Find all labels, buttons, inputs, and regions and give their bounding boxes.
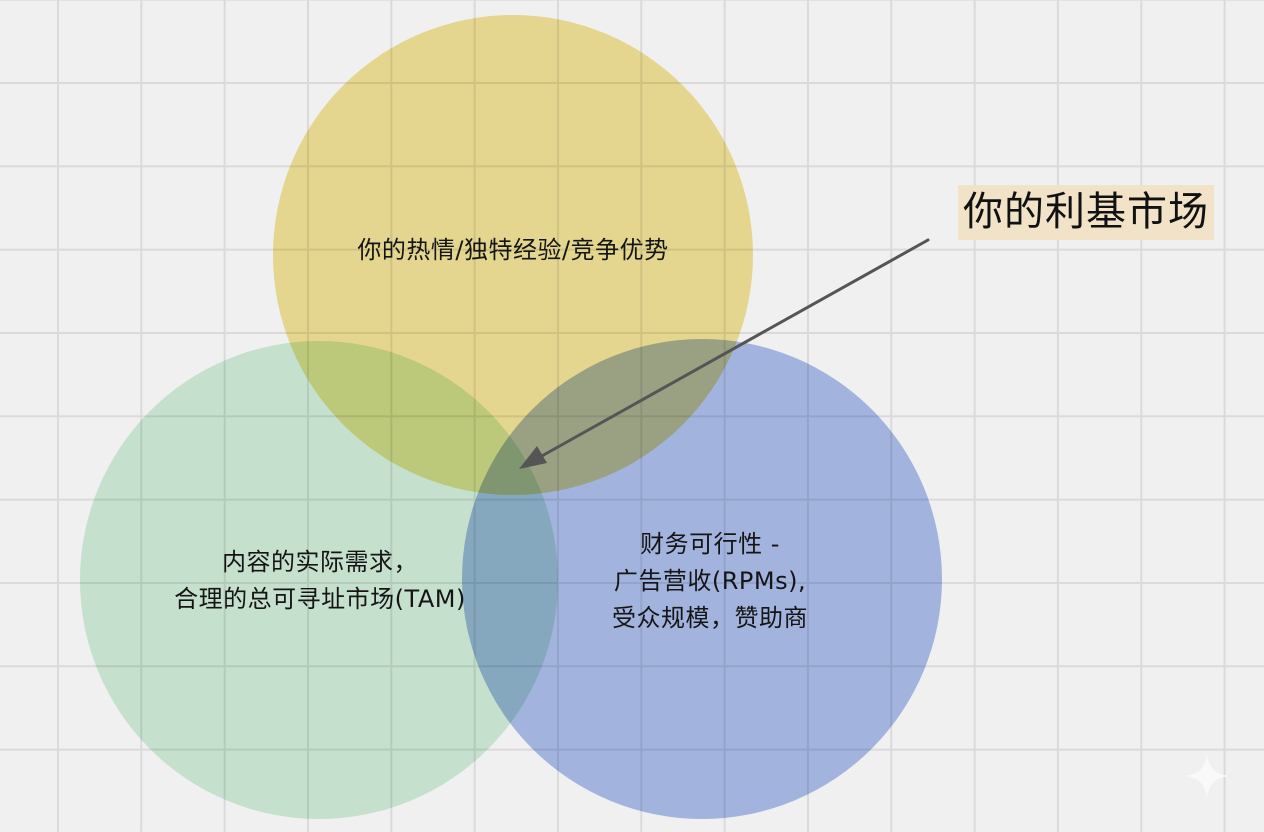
demand-label-line-1: 内容的实际需求， — [222, 548, 418, 576]
demand-label: 内容的实际需求， 合理的总可寻址市场(TAM) — [100, 544, 540, 618]
finance-label-line-2: 广告营收(RPMs), — [613, 567, 807, 595]
passion-label: 你的热情/独特经验/竞争优势 — [273, 232, 753, 269]
niche-market-callout: 你的利基市场 — [958, 185, 1214, 240]
passion-circle — [273, 15, 753, 495]
sparkle-icon — [1185, 754, 1229, 798]
callout-arrow-icon — [519, 238, 930, 469]
finance-label-line-1: 财务可行性 - — [640, 530, 780, 558]
finance-label: 财务可行性 - 广告营收(RPMs), 受众规模，赞助商 — [490, 526, 930, 637]
finance-label-line-3: 受众规模，赞助商 — [612, 604, 808, 632]
demand-label-line-2: 合理的总可寻址市场(TAM) — [174, 585, 466, 613]
passion-label-line-1: 你的热情/独特经验/竞争优势 — [357, 236, 669, 264]
